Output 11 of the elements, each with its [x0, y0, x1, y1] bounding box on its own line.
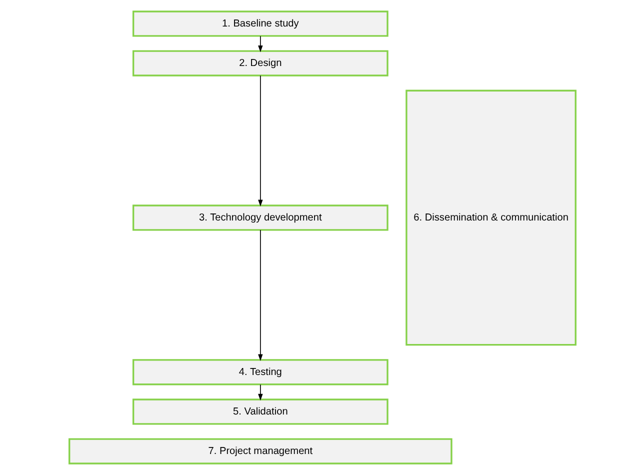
arrow: [258, 384, 262, 401]
arrow: [258, 230, 262, 361]
node-box: 5. Validation: [132, 398, 388, 425]
node-box: 1. Baseline study: [132, 10, 388, 37]
node-box: 2. Design: [132, 50, 388, 76]
node-box: 6. Dissemination & communication: [405, 90, 576, 346]
arrow: [258, 75, 262, 207]
node-box: 4. Testing: [132, 359, 388, 386]
node-box: 7. Project management: [68, 438, 452, 464]
node-box: 3. Technology development: [132, 204, 388, 231]
arrow: [258, 36, 262, 52]
